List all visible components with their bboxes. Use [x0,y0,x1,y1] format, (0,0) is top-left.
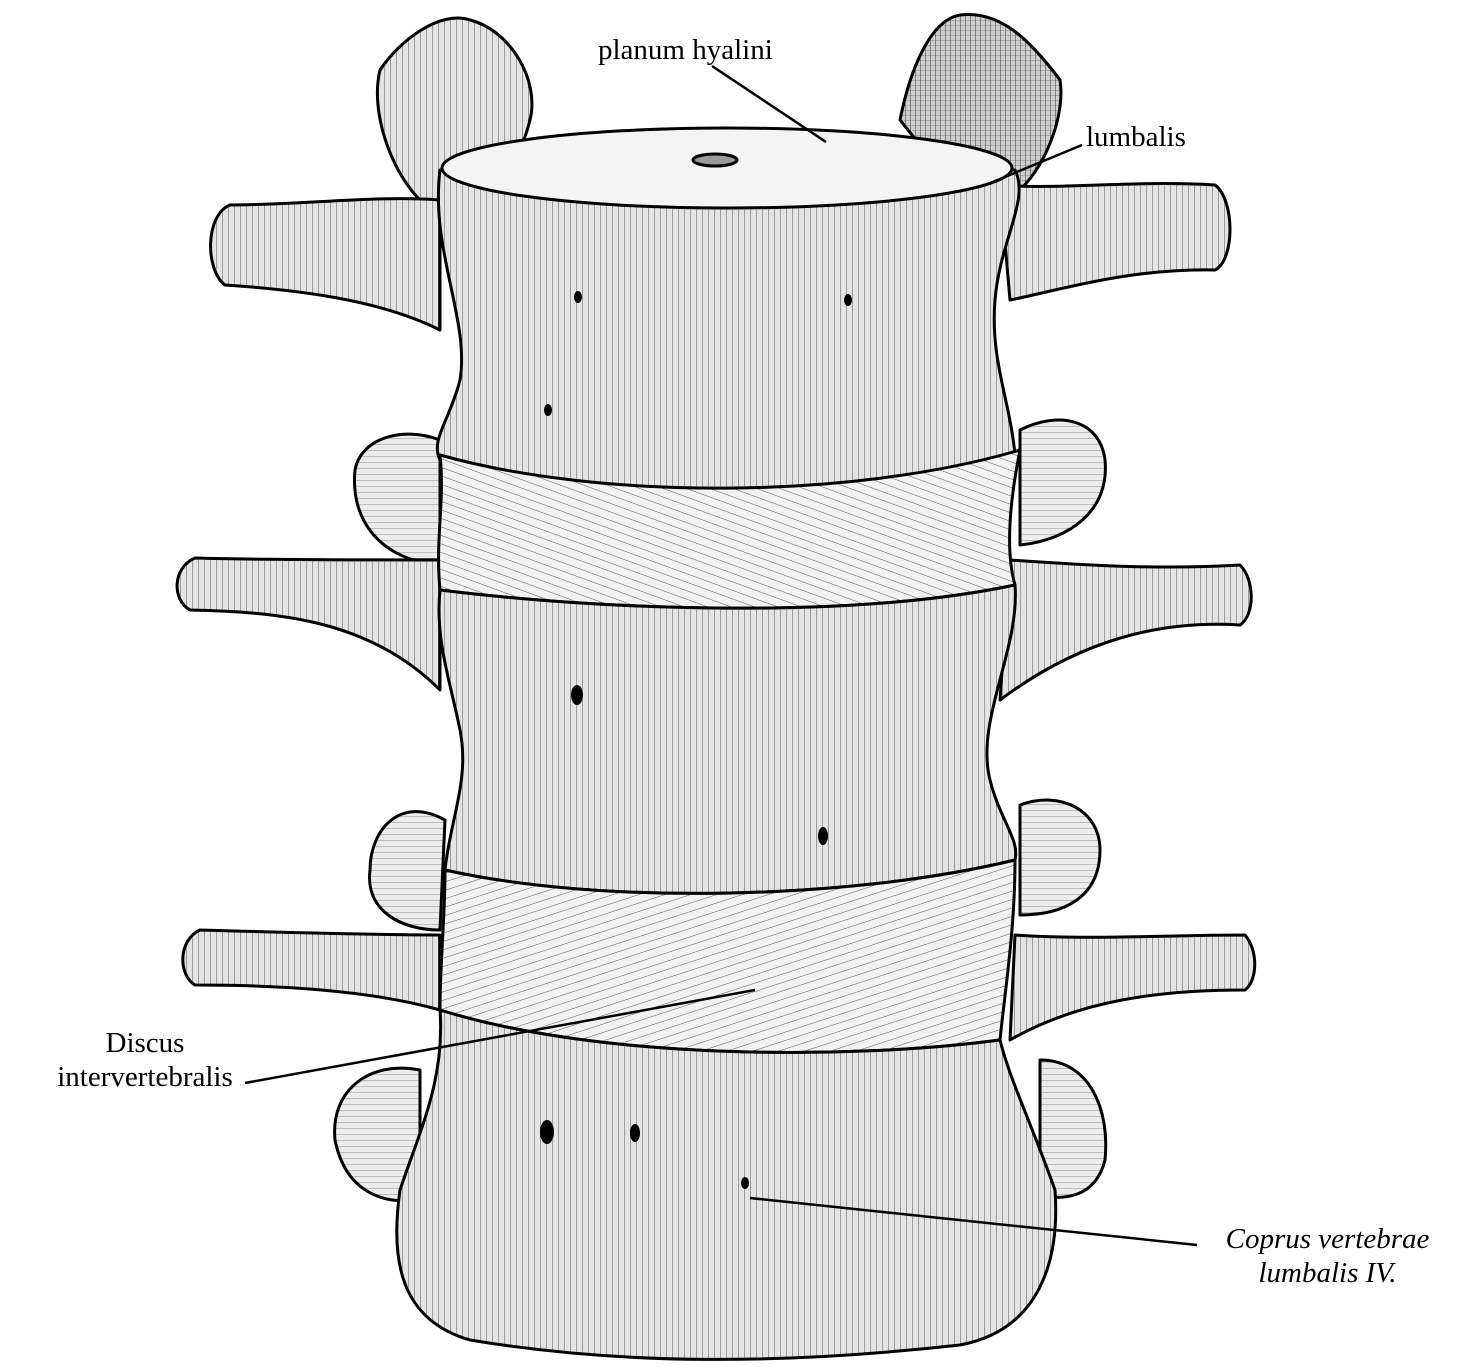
label-discus-line2: intervertebralis [57,1061,233,1093]
lateral-process-left-2 [352,432,442,567]
label-corpus-line1: Coprus vertebrae [1225,1223,1430,1255]
transverse-process-left-2 [175,556,442,692]
leader-line-discus [244,988,756,1085]
vertebral-body-middle [437,583,1018,895]
label-planum-hyalini: planum hyalini [598,34,773,66]
lateral-process-right-3 [1018,798,1102,917]
leader-line-planum [711,64,827,144]
transverse-process-right-2 [998,558,1253,702]
vertebral-body-top [435,168,1021,491]
vertebral-body-bottom [395,1008,1058,1361]
transverse-process-left-3 [181,928,442,1012]
label-corpus-line2: lumbalis IV. [1258,1257,1397,1289]
transverse-process-right-3 [1008,933,1257,1042]
vascular-foramen [691,152,739,168]
lateral-process-left-3 [368,810,447,932]
label-lumbalis: lumbalis [1086,121,1186,153]
label-discus-line1: Discus [105,1027,185,1059]
label-corpus-vertebrae: Coprus vertebrae lumbalis IV. [1205,1222,1450,1290]
planum-hyalini-surface [440,126,1014,210]
lateral-process-right-4 [1038,1058,1108,1199]
leader-lines [244,64,1198,1247]
leader-line-lumbalis [987,143,1083,186]
transverse-process-right-1 [998,182,1232,302]
vascular-foramina [540,291,852,1189]
leader-line-corpus [749,1196,1198,1247]
transverse-process-left-1 [209,197,442,332]
lateral-process-left-4 [333,1066,422,1203]
label-discus-intervertebralis: Discus intervertebralis [55,1026,235,1094]
lateral-process-right-2 [1018,418,1107,547]
